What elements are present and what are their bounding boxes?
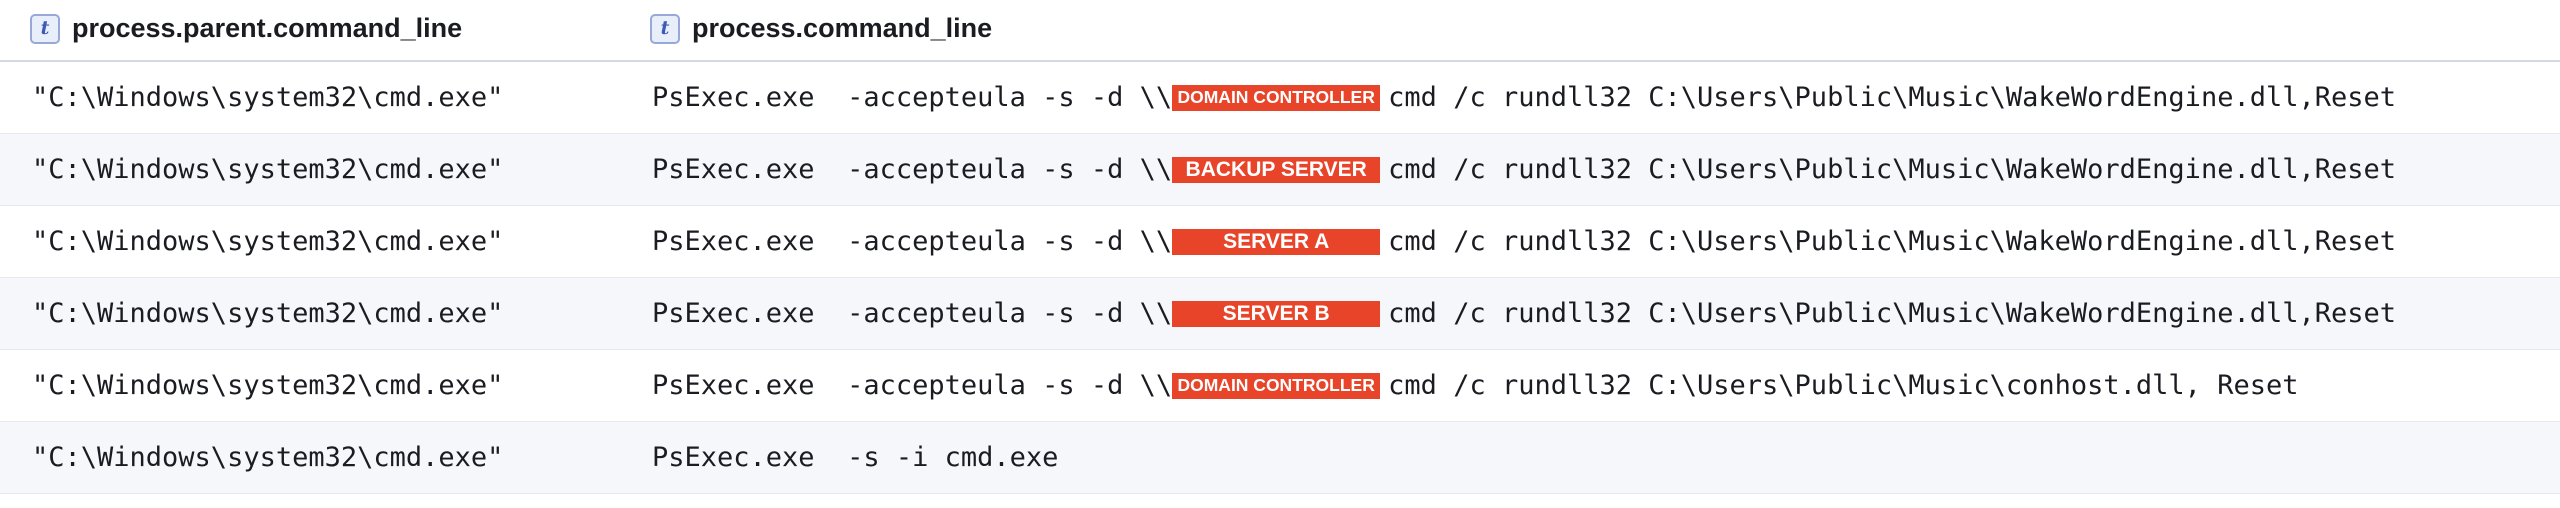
command-prefix: PsExec.exe -accepteula -s -d \\: [652, 226, 1173, 257]
table-row[interactable]: "C:\Windows\system32\cmd.exe" PsExec.exe…: [0, 422, 2560, 494]
command-suffix: cmd /c rundll32 C:\Users\Public\Music\Wa…: [1388, 82, 2397, 113]
command-prefix: PsExec.exe -accepteula -s -d \\: [652, 298, 1173, 329]
parent-command-line-cell: "C:\Windows\system32\cmd.exe": [32, 442, 504, 473]
command-prefix: PsExec.exe -accepteula -s -d \\: [652, 154, 1173, 185]
command-line-cell: PsExec.exe -accepteula -s -d \\ DOMAIN C…: [652, 82, 2396, 113]
column-header-parent-command-line[interactable]: t process.parent.command_line: [30, 13, 462, 44]
table-row[interactable]: "C:\Windows\system32\cmd.exe" PsExec.exe…: [0, 350, 2560, 422]
command-prefix: PsExec.exe -s -i cmd.exe: [652, 442, 1059, 473]
parent-command-line-cell: "C:\Windows\system32\cmd.exe": [32, 154, 504, 185]
table-row[interactable]: "C:\Windows\system32\cmd.exe" PsExec.exe…: [0, 134, 2560, 206]
redaction-label: BACKUP SERVER: [1172, 156, 1381, 183]
column-header-label: process.parent.command_line: [72, 13, 463, 43]
redaction-label: DOMAIN CONTROLLER: [1172, 372, 1381, 399]
parent-command-line-cell: "C:\Windows\system32\cmd.exe": [32, 226, 504, 257]
parent-command-line-cell: "C:\Windows\system32\cmd.exe": [32, 82, 504, 113]
table-header: t process.parent.command_line t process.…: [0, 0, 2560, 62]
table-row[interactable]: "C:\Windows\system32\cmd.exe" PsExec.exe…: [0, 278, 2560, 350]
column-header-command-line[interactable]: t process.command_line: [650, 13, 992, 44]
text-type-icon: t: [650, 13, 680, 44]
command-suffix: cmd /c rundll32 C:\Users\Public\Music\co…: [1388, 370, 2299, 401]
table-row[interactable]: "C:\Windows\system32\cmd.exe" PsExec.exe…: [0, 206, 2560, 278]
command-prefix: PsExec.exe -accepteula -s -d \\: [652, 370, 1173, 401]
command-line-cell: PsExec.exe -accepteula -s -d \\ BACKUP S…: [652, 154, 2396, 185]
command-suffix: cmd /c rundll32 C:\Users\Public\Music\Wa…: [1388, 226, 2397, 257]
command-suffix: cmd /c rundll32 C:\Users\Public\Music\Wa…: [1388, 298, 2397, 329]
redaction-label: SERVER B: [1172, 300, 1381, 327]
command-suffix: cmd /c rundll32 C:\Users\Public\Music\Wa…: [1388, 154, 2397, 185]
column-header-label: process.command_line: [692, 13, 993, 43]
parent-command-line-cell: "C:\Windows\system32\cmd.exe": [32, 370, 504, 401]
command-line-cell: PsExec.exe -accepteula -s -d \\ SERVER B…: [652, 298, 2396, 329]
command-line-cell: PsExec.exe -accepteula -s -d \\ DOMAIN C…: [652, 370, 2298, 401]
redaction-label: DOMAIN CONTROLLER: [1172, 84, 1381, 111]
parent-command-line-cell: "C:\Windows\system32\cmd.exe": [32, 298, 504, 329]
results-table: t process.parent.command_line t process.…: [0, 0, 2560, 494]
command-prefix: PsExec.exe -accepteula -s -d \\: [652, 82, 1173, 113]
table-row[interactable]: "C:\Windows\system32\cmd.exe" PsExec.exe…: [0, 62, 2560, 134]
text-type-icon: t: [30, 13, 60, 44]
command-line-cell: PsExec.exe -s -i cmd.exe: [652, 442, 1058, 473]
redaction-label: SERVER A: [1172, 228, 1381, 255]
command-line-cell: PsExec.exe -accepteula -s -d \\ SERVER A…: [652, 226, 2396, 257]
